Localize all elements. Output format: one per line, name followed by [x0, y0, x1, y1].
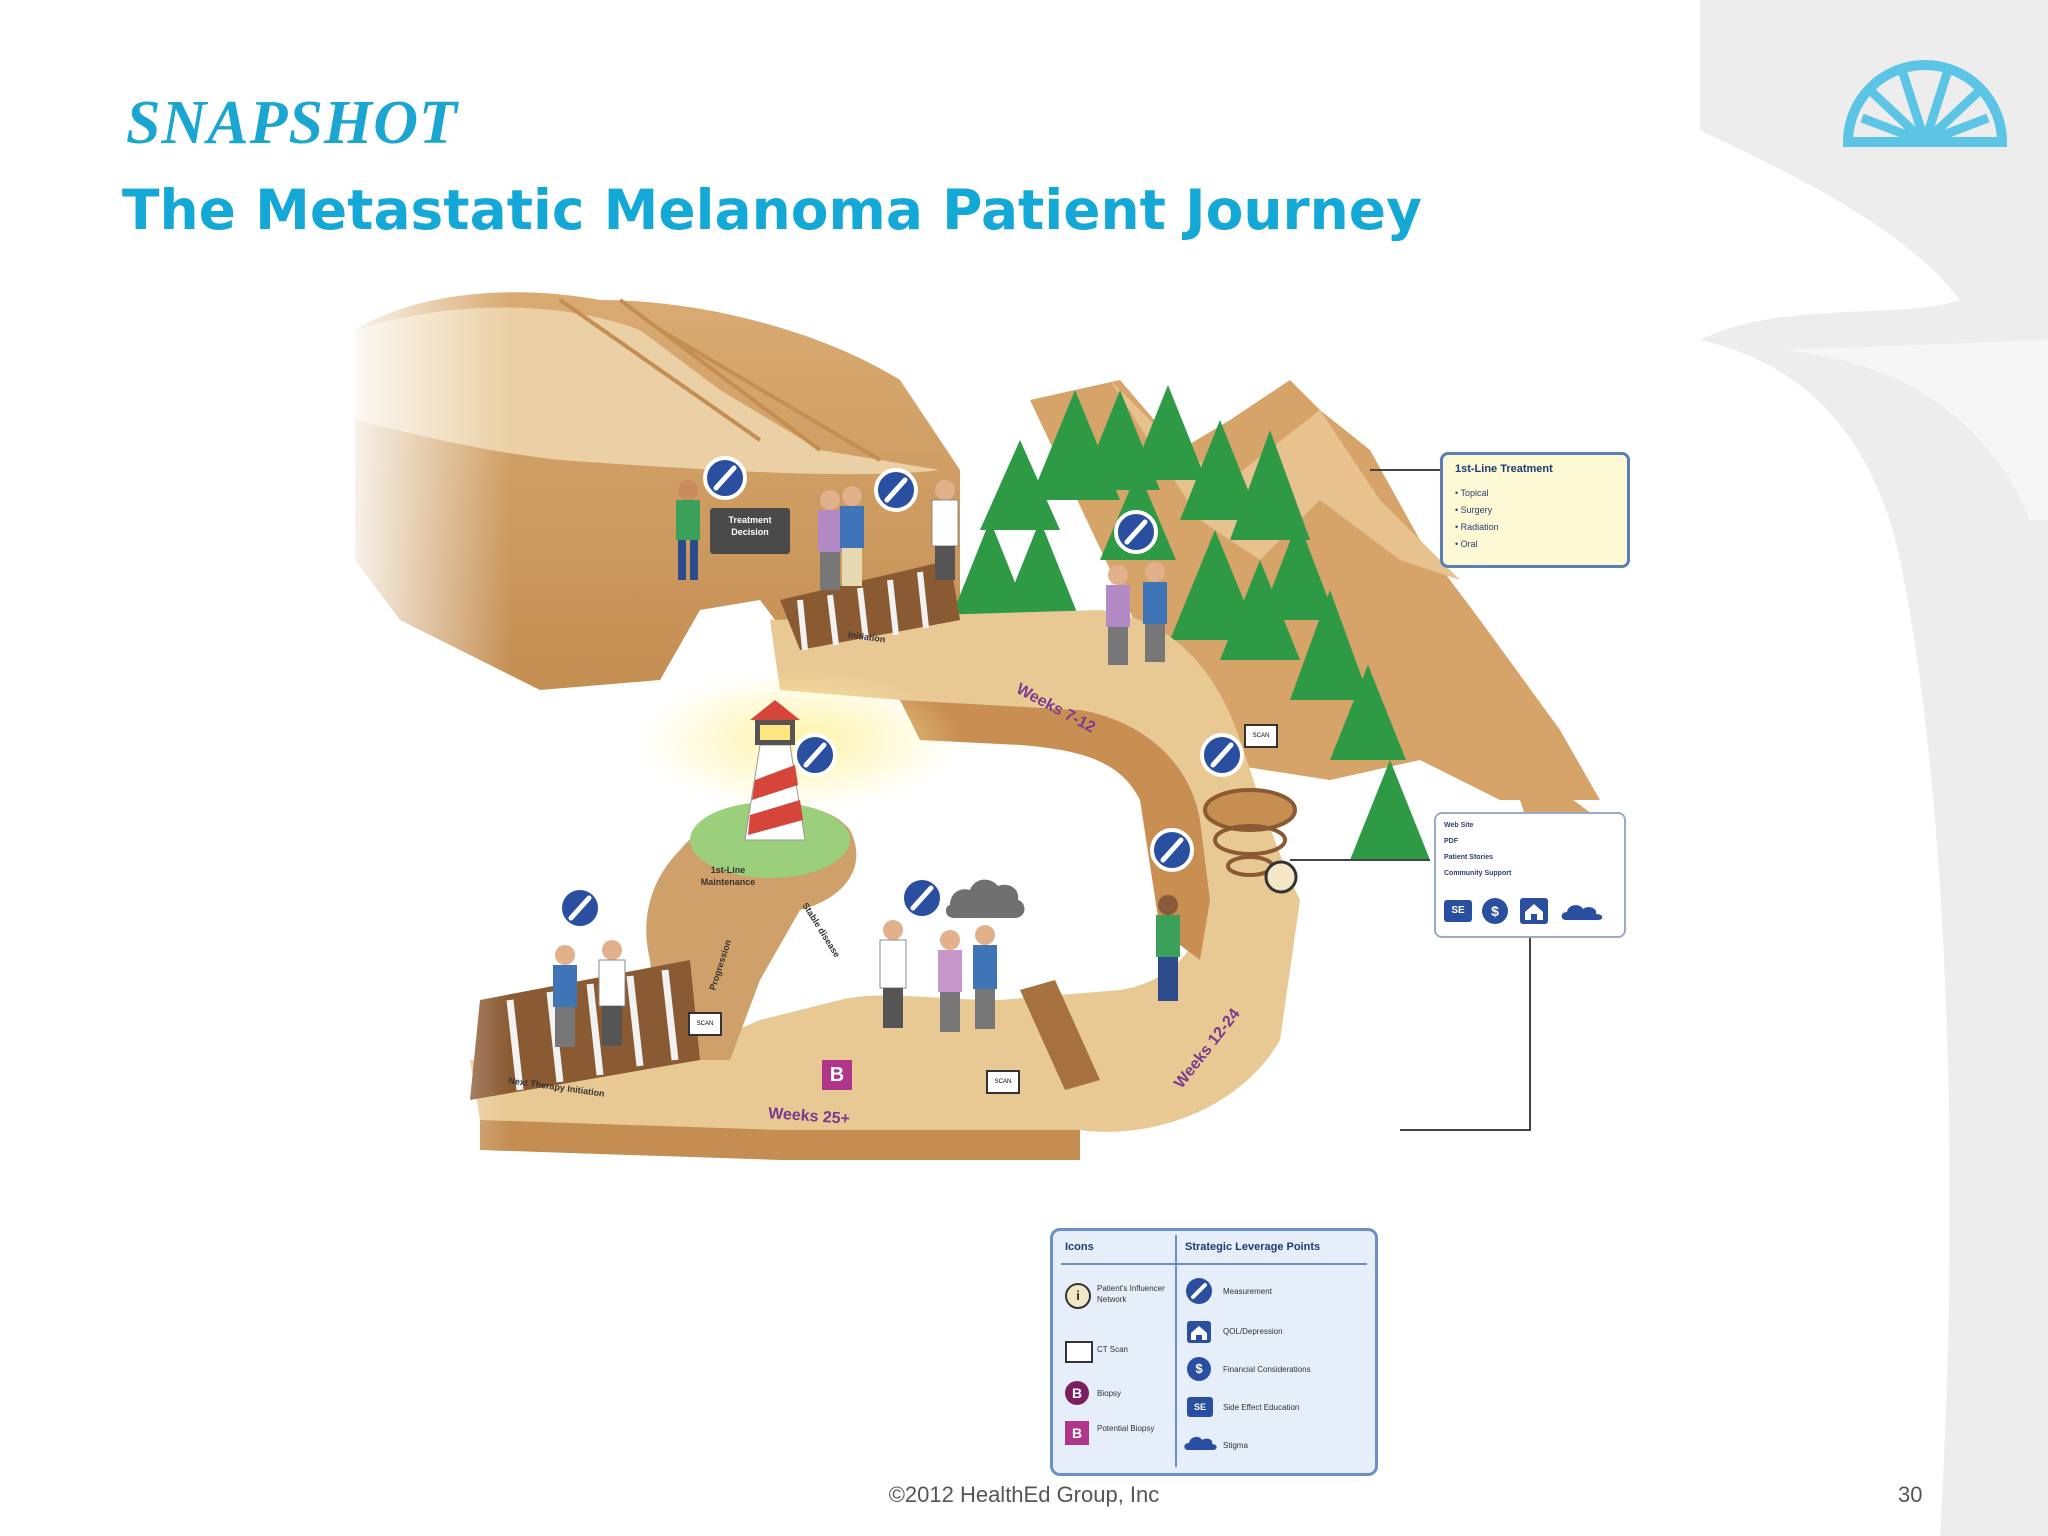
- legend-icon-label: Biopsy: [1097, 1389, 1122, 1398]
- resource-item: Community Support: [1444, 870, 1512, 877]
- slide-title: The Metastatic Melanoma Patient Journey: [122, 178, 1422, 242]
- biopsy-badge: B: [822, 1060, 852, 1090]
- measurement-icon: [1186, 1278, 1212, 1304]
- vortex: [1203, 788, 1297, 877]
- pine-trees: [950, 385, 1430, 860]
- legend-header-divider: [1061, 1263, 1367, 1265]
- resource-item: PDF: [1444, 838, 1458, 845]
- resource-item: Web Site: [1444, 822, 1474, 829]
- dollar-icon: $: [1187, 1357, 1211, 1381]
- legend-column-divider: [1175, 1235, 1177, 1467]
- stigma-cloud: [945, 879, 1025, 918]
- copyright-footer: ©2012 HealthEd Group, Inc: [888, 1482, 1160, 1507]
- resource-item: Patient Stories: [1444, 854, 1494, 861]
- first-line-treatment-item: • Surgery: [1455, 505, 1493, 515]
- slide-kicker: SNAPSHOT: [126, 89, 458, 157]
- legend-icons-header: Icons: [1065, 1241, 1094, 1253]
- scan-icon: [1065, 1341, 1093, 1363]
- biopsy-square-icon: B: [1065, 1421, 1089, 1445]
- first-line-treatment-item: • Radiation: [1455, 522, 1499, 532]
- legend-icon-label: CT Scan: [1097, 1345, 1128, 1354]
- legend-icon-label: Patient's Influencer Network: [1097, 1284, 1165, 1304]
- se-icon: SE: [1444, 900, 1472, 922]
- se-icon: SE: [1187, 1397, 1213, 1417]
- healthed-logo-icon: [1842, 60, 2008, 147]
- legend-panel: Icons Strategic Leverage Points i Patien…: [1050, 1228, 1378, 1476]
- people: [553, 480, 1180, 1047]
- page-number: 30: [1898, 1482, 1923, 1507]
- cloud-icon: [1184, 1436, 1217, 1450]
- legend-leverage-label: Stigma: [1223, 1441, 1248, 1450]
- treatment-decision-sign: [710, 508, 790, 554]
- legend-leverage-label: QOL/Depression: [1223, 1327, 1283, 1336]
- first-line-treatment-item: • Topical: [1455, 488, 1489, 498]
- scan-badge: SCAN: [1244, 724, 1278, 748]
- treatment-decision-label: Treatment Decision: [728, 515, 772, 537]
- home-icon: [1187, 1321, 1211, 1343]
- legend-leverage-label: Side Effect Education: [1223, 1403, 1300, 1412]
- legend-leverage-label: Financial Considerations: [1223, 1365, 1311, 1374]
- biopsy-circle-icon: B: [1065, 1381, 1089, 1405]
- legend-icon-label: Potential Biopsy: [1097, 1424, 1155, 1433]
- first-line-treatment-title: 1st-Line Treatment: [1455, 463, 1553, 475]
- cloud-icon: [1561, 905, 1603, 920]
- info-icon: i: [1065, 1283, 1091, 1309]
- legend-leverage-label: Measurement: [1223, 1287, 1272, 1296]
- legend-leverage-header: Strategic Leverage Points: [1185, 1241, 1321, 1253]
- home-icon: [1520, 898, 1548, 924]
- top-bridge: [780, 560, 960, 651]
- lighthouse: [744, 700, 806, 841]
- info-marker: [1264, 860, 1298, 894]
- scan-badge: SCAN: [986, 1070, 1020, 1094]
- dollar-icon: $: [1482, 898, 1508, 924]
- first-line-treatment-item: • Oral: [1455, 539, 1478, 549]
- scan-badge: SCAN: [688, 1012, 722, 1036]
- log: [1020, 980, 1100, 1090]
- first-line-maintenance-label: 1st-Line Maintenance: [700, 865, 756, 887]
- journey-path: [470, 610, 1300, 1132]
- resources-box: Web Site PDF Patient Stories Community S…: [1434, 812, 1626, 938]
- first-line-treatment-box: 1st-Line Treatment • Topical • Surgery •…: [1440, 452, 1630, 568]
